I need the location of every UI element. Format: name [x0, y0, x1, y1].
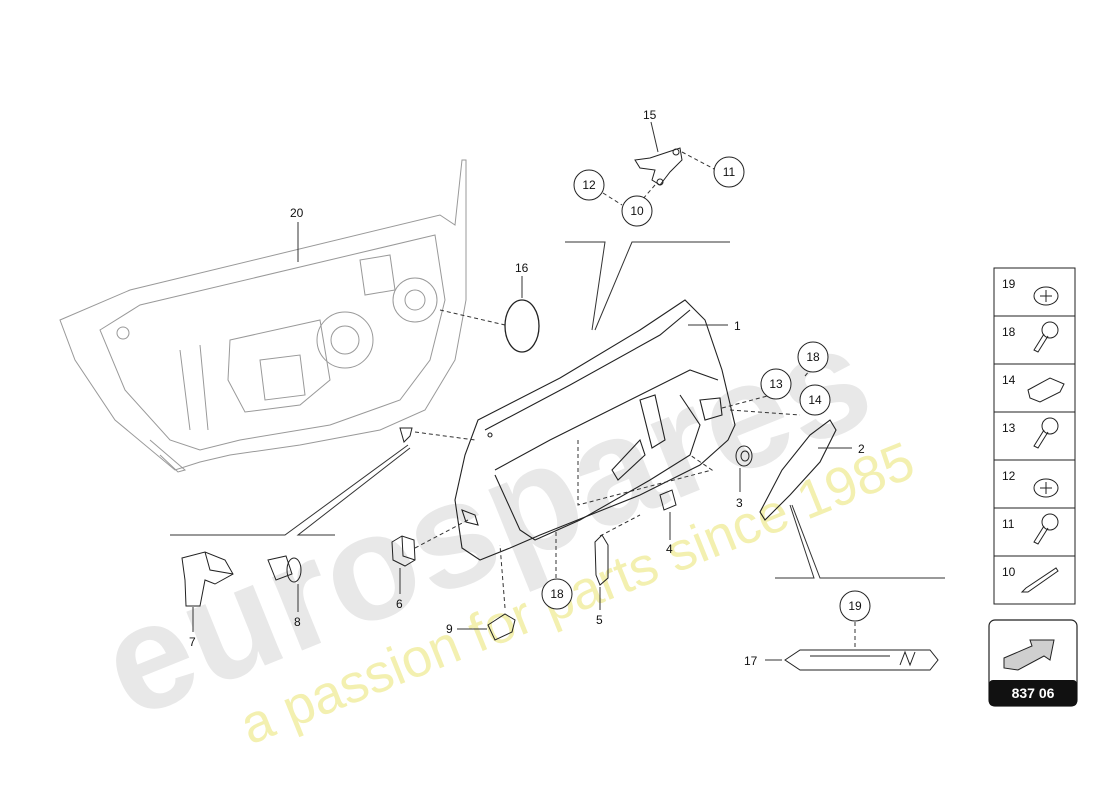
svg-text:14: 14 [808, 393, 822, 407]
callout-13-right: 13 [760, 368, 792, 400]
label-9: 9 [446, 622, 453, 636]
label-16: 16 [515, 261, 529, 275]
label-1: 1 [734, 319, 741, 333]
cover-part-2 [759, 419, 837, 521]
svg-text:11: 11 [723, 165, 736, 179]
callout-18-right: 18 [797, 341, 829, 373]
svg-text:14: 14 [1002, 373, 1016, 387]
label-5: 5 [596, 613, 603, 627]
label-7: 7 [189, 635, 196, 649]
pin-icon [1020, 567, 1059, 593]
legend-item-10: 10 [1002, 565, 1059, 593]
label-3: 3 [736, 496, 743, 510]
callout-18-bottom: 18 [541, 578, 573, 610]
svg-text:18: 18 [1002, 325, 1016, 339]
svg-text:10: 10 [1002, 565, 1016, 579]
clip-nut-icon [1027, 377, 1065, 403]
switch-part-6 [391, 535, 416, 567]
callout-19-trim: 19 [839, 590, 871, 622]
svg-text:11: 11 [1002, 517, 1015, 531]
dashed-12-10 [602, 192, 623, 206]
svg-text:18: 18 [806, 350, 820, 364]
legend-item-13: 13 [1002, 417, 1059, 449]
svg-text:19: 19 [848, 599, 862, 613]
svg-text:12: 12 [1002, 469, 1016, 483]
label-4: 4 [666, 542, 673, 556]
dashed-panel-4 [577, 440, 714, 506]
screw-icon [1041, 321, 1059, 339]
bracket-part-15 [634, 147, 683, 186]
label-15: 15 [643, 108, 657, 122]
dashed-panel-left-clip [414, 431, 476, 441]
strap-part-5 [594, 534, 609, 586]
svg-text:19: 19 [1002, 277, 1016, 291]
callout-10-top: 10 [621, 195, 653, 227]
bushing-part-8 [267, 555, 302, 583]
callout-12-top: 12 [573, 169, 605, 201]
callout-14-right: 14 [799, 384, 831, 416]
dashed-panel-6 [414, 519, 469, 549]
legend-item-19: 19 [1002, 277, 1059, 306]
guide-lines-top-2 [594, 241, 730, 331]
dashed-panel-9 [499, 544, 506, 609]
guide-lines-lower-left-2 [296, 447, 411, 536]
legend-item-18: 18 [1002, 321, 1059, 353]
arrow-icon [1003, 639, 1055, 671]
door-trim-panel-part-1 [454, 299, 736, 561]
screw-upper-left [399, 427, 413, 443]
callout-11-top: 11 [713, 156, 745, 188]
svg-text:13: 13 [1002, 421, 1016, 435]
label-20: 20 [290, 206, 304, 220]
svg-text:12: 12 [582, 178, 596, 192]
dashed-leader-20-16 [439, 309, 506, 326]
label-8: 8 [294, 615, 301, 629]
screw-icon [1041, 417, 1059, 435]
guide-lines-lower-left [170, 444, 409, 536]
hardware-legend: 19 18 14 13 12 11 10 [993, 267, 1076, 605]
screw-icon [1041, 513, 1059, 531]
leader-15 [650, 121, 659, 153]
clip-part-9 [487, 613, 516, 641]
cap-clip-icon [1033, 478, 1059, 498]
label-6: 6 [396, 597, 403, 611]
dashed-panel-14 [729, 409, 801, 416]
clip-part-4 [659, 489, 677, 511]
cap-clip-icon [1033, 286, 1059, 306]
guide-lines-2 [775, 504, 815, 579]
guide-lines-2b [791, 504, 945, 579]
svg-text:10: 10 [630, 204, 644, 218]
lock-part-7 [181, 551, 234, 607]
reference-code: 837 06 [1012, 685, 1055, 701]
dashed-panel-5 [599, 514, 641, 537]
dashed-15-11 [681, 151, 717, 171]
guide-lines-top [565, 241, 606, 331]
svg-text:13: 13 [769, 377, 783, 391]
legend-item-11: 11 [1002, 513, 1059, 545]
svg-text:18: 18 [550, 587, 564, 601]
label-2: 2 [858, 442, 865, 456]
knob-part-3 [735, 445, 753, 467]
legend-item-12: 12 [1002, 469, 1059, 498]
legend-item-14: 14 [1002, 373, 1065, 403]
dashed-13-18 [804, 369, 811, 377]
reference-box: 837 06 [988, 619, 1078, 707]
trim-badge-part-17 [784, 649, 939, 671]
seal-ring-part-16 [504, 299, 540, 353]
door-frame-part-20 [59, 159, 467, 473]
label-17: 17 [744, 654, 758, 668]
